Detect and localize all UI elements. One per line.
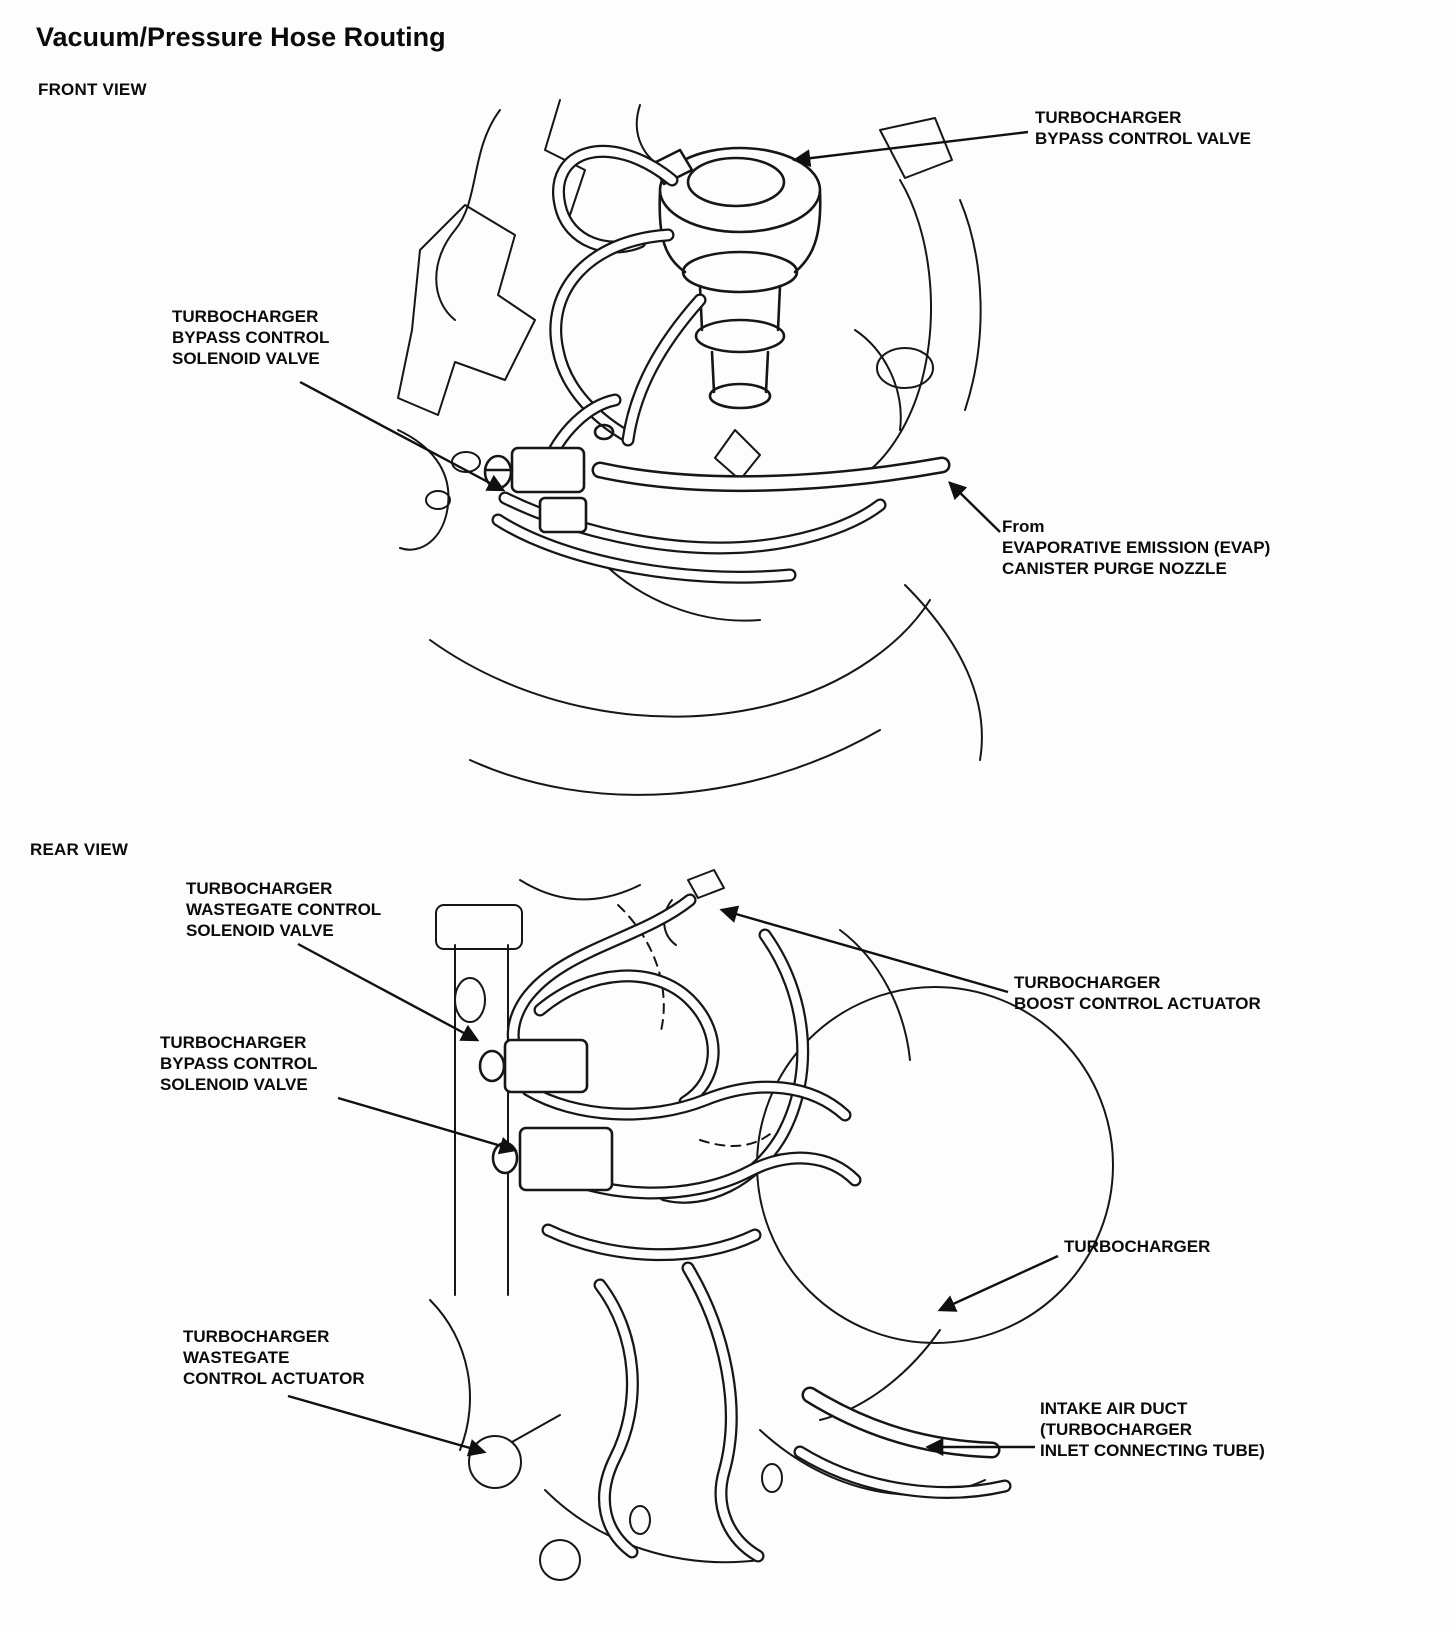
arrow-boost-control-actuator — [719, 905, 1009, 994]
front-solenoid-valve — [483, 423, 615, 534]
arrow-turbocharger — [937, 1254, 1059, 1312]
front-view-heading: FRONT VIEW — [38, 80, 147, 99]
arrow-rear-bypass-solenoid — [337, 1096, 518, 1155]
arrow-bypass-control-valve — [792, 130, 1029, 168]
callout-rear-turbocharger-bypass-control-solenoid-valve: TURBOCHARGER BYPASS CONTROL SOLENOID VAL… — [160, 1033, 318, 1095]
callout-intake-air-duct: INTAKE AIR DUCT (TURBOCHARGER INLET CONN… — [1040, 1399, 1265, 1461]
front-view-illustration — [397, 99, 983, 796]
callout-front-turbocharger-bypass-control-solenoid-valve: TURBOCHARGER BYPASS CONTROL SOLENOID VAL… — [172, 307, 330, 369]
callout-arrows — [287, 130, 1059, 1457]
callout-turbocharger-wastegate-control-solenoid-valve: TURBOCHARGER WASTEGATE CONTROL SOLENOID … — [186, 879, 382, 941]
rear-hoses — [506, 893, 1012, 1563]
callout-turbocharger-boost-control-actuator: TURBOCHARGER BOOST CONTROL ACTUATOR — [1014, 973, 1261, 1014]
arrow-front-bypass-solenoid — [299, 380, 506, 492]
arrow-evap-purge-nozzle — [948, 481, 1001, 533]
rear-view-heading: REAR VIEW — [30, 840, 129, 859]
callout-turbocharger: TURBOCHARGER — [1064, 1237, 1211, 1256]
rear-view-illustration — [429, 869, 1114, 1581]
callout-turbocharger-bypass-control-valve: TURBOCHARGER BYPASS CONTROL VALVE — [1035, 108, 1251, 149]
arrow-wastegate-solenoid — [297, 942, 480, 1042]
callout-evap-canister-purge-nozzle: From EVAPORATIVE EMISSION (EVAP) CANISTE… — [1002, 517, 1271, 579]
page-title: Vacuum/Pressure Hose Routing — [36, 22, 446, 52]
callout-turbocharger-wastegate-control-actuator: TURBOCHARGER WASTEGATE CONTROL ACTUATOR — [183, 1327, 365, 1389]
arrow-wastegate-actuator — [287, 1394, 487, 1457]
